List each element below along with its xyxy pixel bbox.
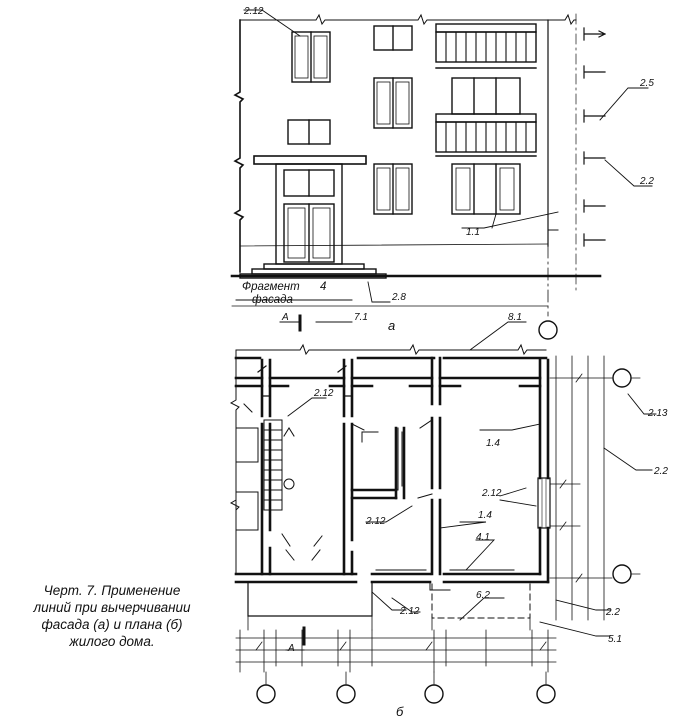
callout-2-12-stair: 2.12 [313,388,334,399]
caption-line-2: линий при вычерчивании [33,600,191,615]
facade-label-line2: фасада [252,294,293,306]
callout-7-1: 7.1 [354,312,368,323]
callout-2-2-plan-right: 2.2 [653,466,668,477]
caption-line-4: жилого дома. [69,634,155,649]
facade-label-line1: Фрагмент [242,281,300,293]
callout-1-1: 1.1 [466,227,480,238]
caption-line-1: Черт. 7. Применение [43,583,181,598]
callout-2-12-facade: 2.12 [243,6,264,17]
callout-2-12-porch: 2.12 [399,606,420,617]
facade-label-number: 4 [320,281,326,293]
section-mark-a-bottom: А [287,643,295,654]
callout-2-2-plan-bottom: 2.2 [605,607,620,618]
callout-2-12-door: 2.12 [365,516,386,527]
callout-5-1: 5.1 [608,634,622,645]
callout-1-4-wall: 1.4 [478,510,492,521]
callout-2-5: 2.5 [639,78,654,89]
caption-line-3: фасада (а) и плана (б) [41,617,183,632]
plan-drawing [229,321,657,704]
section-mark-a-top: А [281,312,289,323]
callout-6-2: 6.2 [476,590,490,601]
plan-sublabel: б [396,704,404,719]
facade-drawing [230,9,653,340]
facade-sublabel: а [388,318,395,333]
figure-caption: Черт. 7. Применение линий при вычерчиван… [14,582,210,650]
callout-2-13: 2.13 [647,408,668,419]
callout-2-8: 2.8 [391,292,406,303]
callout-4-1: 4.1 [476,532,490,543]
callout-8-1: 8.1 [508,312,522,323]
callout-1-4-room: 1.4 [486,438,500,449]
callout-2-2-facade: 2.2 [639,176,654,187]
callout-2-12-window: 2.12 [481,488,502,499]
